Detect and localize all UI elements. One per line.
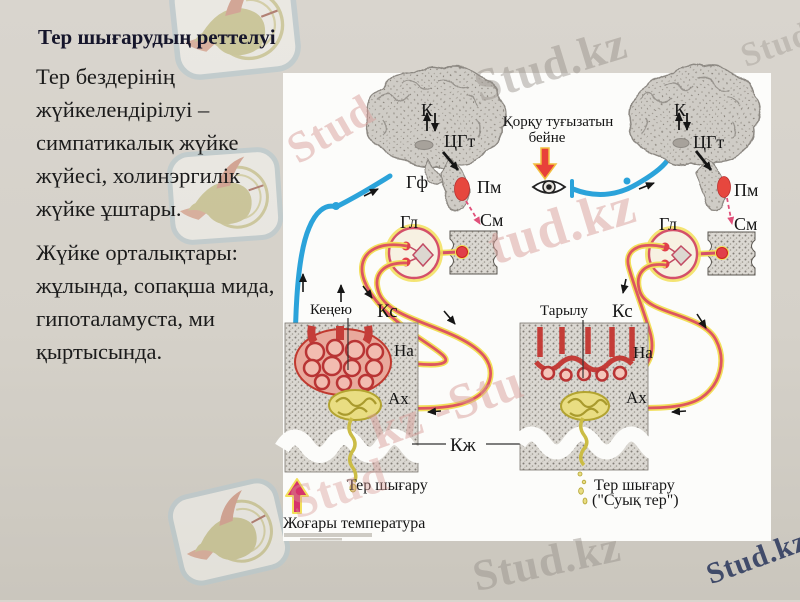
sweat-gland-right <box>560 391 610 505</box>
vessels-dilated-left <box>294 325 392 396</box>
flow-arrow <box>620 278 629 294</box>
flow-arrow <box>362 285 373 299</box>
label-cortex-right: К <box>674 100 687 120</box>
afferent-path-right <box>570 158 670 197</box>
fear-stimulus-arrow <box>532 147 558 181</box>
label-noradrenaline-right: На <box>633 343 653 362</box>
label-medulla-left: Пм <box>477 177 501 197</box>
thalamus-left <box>414 140 434 150</box>
eye-icon <box>531 180 567 194</box>
body-paragraph-1: Тер бездерінің жүйкелендірілуі – симпати… <box>36 64 241 221</box>
gyri-lines <box>377 77 482 137</box>
epidermis-wave-right <box>512 426 661 460</box>
thalamus-right <box>672 138 690 148</box>
label-dilation: Кеңею <box>310 302 352 318</box>
flow-arrow <box>638 182 655 190</box>
flow-arrow <box>671 407 687 416</box>
spinal-synapse-right <box>716 247 728 259</box>
cropped-caption-remnant <box>284 533 372 541</box>
label-fear-2: бейне <box>529 130 566 146</box>
label-noradrenaline-left: На <box>394 341 414 360</box>
label-vessel-left: Кс <box>377 301 398 322</box>
page-title: Тер шығарудың реттелуі <box>38 25 276 49</box>
label-spinal-right: См <box>734 214 757 234</box>
label-vessel-right: Кс <box>612 301 633 322</box>
medulla-to-spinal-dashed-right <box>726 197 735 225</box>
label-high-temperature: Жоғары температура <box>283 515 425 532</box>
flow-arrow <box>696 313 707 329</box>
label-cold-sweat: ("Суық тер") <box>592 492 679 509</box>
afferent-node-right <box>623 177 631 185</box>
gyri-lines <box>639 77 738 139</box>
medulla-oval-left <box>454 177 470 201</box>
spinal-cord-block-left <box>449 230 498 275</box>
label-sweat-left: Тер шығару <box>347 477 428 494</box>
sweat-gland-left <box>328 389 382 493</box>
high-temp-arrow <box>285 478 309 514</box>
label-fear-1: Қорқу туғызатын <box>503 114 614 130</box>
label-acetylcholine-left: Ах <box>388 389 409 408</box>
label-acetylcholine-right: Ах <box>626 388 647 407</box>
label-spinal-left: См <box>480 210 503 230</box>
medulla-to-spinal-dashed-left <box>465 200 481 225</box>
body-paragraph-2: Жүйке орталықтары: жұлында, сопақша мида… <box>36 240 275 364</box>
medulla-oval-right <box>717 176 731 198</box>
afferent-node-left <box>332 202 340 210</box>
spinal-synapse-left <box>456 246 468 258</box>
label-ganglion-left: Гл <box>400 212 418 232</box>
label-heat-center-left: ЦГт <box>444 131 475 151</box>
flow-arrow <box>443 310 456 325</box>
heatcenter-to-medulla-arrow-left <box>441 151 460 171</box>
flow-arrow <box>427 407 442 416</box>
vessels-constricted-right <box>534 327 635 382</box>
label-constriction: Тарылу <box>540 303 589 319</box>
label-sweat-right: Тер шығару <box>594 477 675 494</box>
label-hypophysis: Гф <box>406 172 428 192</box>
heatcenter-to-medulla-arrow-right <box>694 150 713 171</box>
label-ganglion-right: Гл <box>659 214 677 234</box>
spinal-cord-block-right <box>707 231 756 276</box>
flow-arrow <box>363 188 379 197</box>
label-heat-center-right: ЦГт <box>693 132 724 152</box>
label-medulla-right: Пм <box>734 180 758 200</box>
epidermis-wave-left <box>275 429 430 463</box>
label-skin: Кж <box>450 435 477 456</box>
